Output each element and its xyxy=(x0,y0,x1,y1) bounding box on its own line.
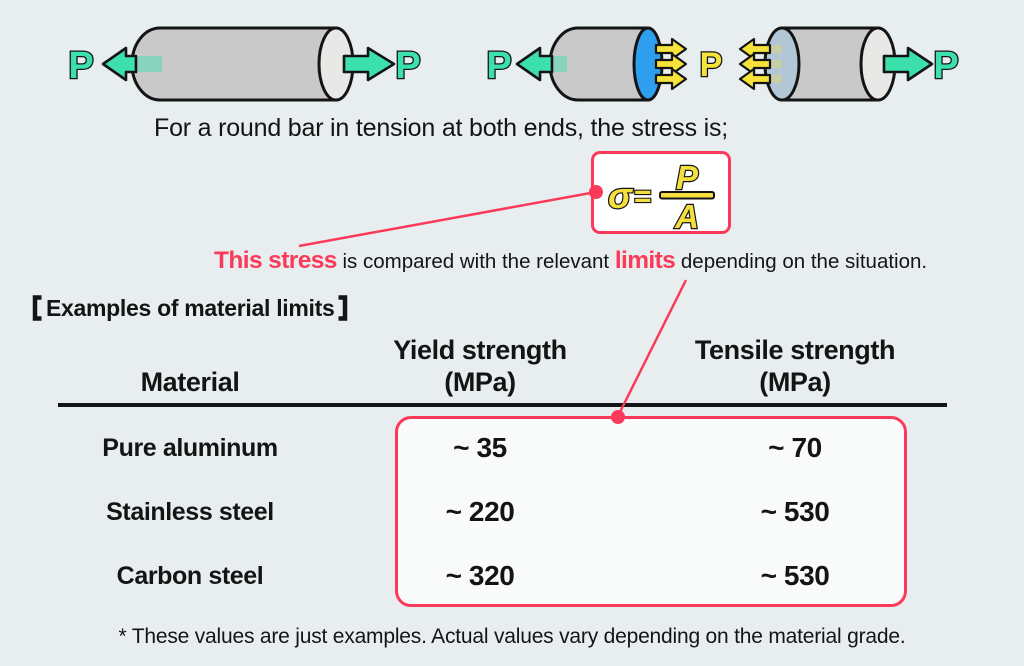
explanation-sentence: This stress is compared with the relevan… xyxy=(214,246,927,279)
column-header-tensile-strength: Tensile strength (MPa) xyxy=(640,322,950,402)
sectioned-bar-diagram: P P P xyxy=(485,26,960,102)
arrow-tail-overlap xyxy=(551,56,567,72)
table-row-yield-value: ~ 320 xyxy=(445,560,515,591)
internal-arrow-tail-overlaps xyxy=(768,45,782,83)
material-table-header-row: Material Yield strength (MPa) Tensile st… xyxy=(60,322,950,402)
examples-heading: Examples of material limits xyxy=(30,294,350,322)
column-header-yield-strength: Yield strength (MPa) xyxy=(320,322,640,402)
fraction-bar xyxy=(659,191,715,200)
left-load-label: P xyxy=(486,45,511,87)
bar-body xyxy=(130,26,338,102)
lenticular-bracket-open-icon xyxy=(32,295,42,321)
table-header-separator xyxy=(58,403,947,407)
tension-bar-diagrams: P P xyxy=(67,26,960,102)
right-load-arrow-icon xyxy=(882,46,934,82)
internal-force-arrows-left xyxy=(738,37,772,91)
formula-sigma: σ xyxy=(608,175,634,216)
internal-arrow-icon xyxy=(654,37,688,61)
header-yield-line1: Yield strength xyxy=(393,335,567,365)
formula-denominator: A xyxy=(674,198,699,231)
table-row-material: Carbon steel xyxy=(116,561,264,590)
right-load-label: P xyxy=(933,45,958,87)
explanation-middle: is compared with the relevant xyxy=(336,250,615,273)
solid-bar-diagram: P P xyxy=(67,26,422,102)
values-highlight-box xyxy=(395,416,907,607)
column-header-material: Material xyxy=(60,322,320,402)
connector-line-formula-to-this-stress xyxy=(298,190,597,248)
material-table-body: Pure aluminum ~ 35 ~ 70 Stainless steel … xyxy=(60,416,950,608)
internal-force-arrows-right xyxy=(654,37,688,91)
table-row-tensile-value: ~ 530 xyxy=(760,560,830,591)
formula-equals: = xyxy=(634,180,652,213)
internal-arrow-icon xyxy=(654,52,688,76)
footnote: * These values are just examples. Actual… xyxy=(118,625,906,648)
header-tensile-line1: Tensile strength xyxy=(694,335,896,365)
table-row-material: Pure aluminum xyxy=(102,433,278,462)
table-row-tensile-value: ~ 530 xyxy=(760,496,830,527)
explanation-tail: depending on the situation. xyxy=(675,250,928,273)
header-material-label: Material xyxy=(140,367,240,397)
header-tensile-unit: (MPa) xyxy=(759,367,831,397)
right-load-arrow-icon xyxy=(342,46,396,82)
explanation-keyword: limits xyxy=(614,247,676,274)
header-yield-unit: (MPa) xyxy=(444,367,516,397)
left-load-label: P xyxy=(68,45,93,87)
table-row-tensile-value: ~ 70 xyxy=(768,432,822,463)
table-row-yield-value: ~ 220 xyxy=(445,496,515,527)
stress-formula: σ = P A xyxy=(607,158,715,236)
right-load-label: P xyxy=(395,45,420,87)
lenticular-bracket-close-icon xyxy=(338,295,348,321)
formula-numerator: P xyxy=(676,159,699,196)
explanation-lead: This stress xyxy=(214,247,337,274)
table-row-material: Stainless steel xyxy=(106,497,274,526)
internal-arrow-icon xyxy=(654,67,688,91)
internal-force-label: P xyxy=(700,46,723,84)
internal-arrow-icon xyxy=(738,67,772,91)
left-load-arrow-icon xyxy=(101,46,138,82)
stress-formula-box: σ = P A xyxy=(591,151,731,236)
left-load-arrow-icon xyxy=(515,46,554,82)
examples-heading-text: Examples of material limits xyxy=(46,294,335,321)
table-row-yield-value: ~ 35 xyxy=(453,432,507,463)
intro-sentence: For a round bar in tension at both ends,… xyxy=(154,114,729,142)
arrow-tail-overlap xyxy=(134,56,162,72)
